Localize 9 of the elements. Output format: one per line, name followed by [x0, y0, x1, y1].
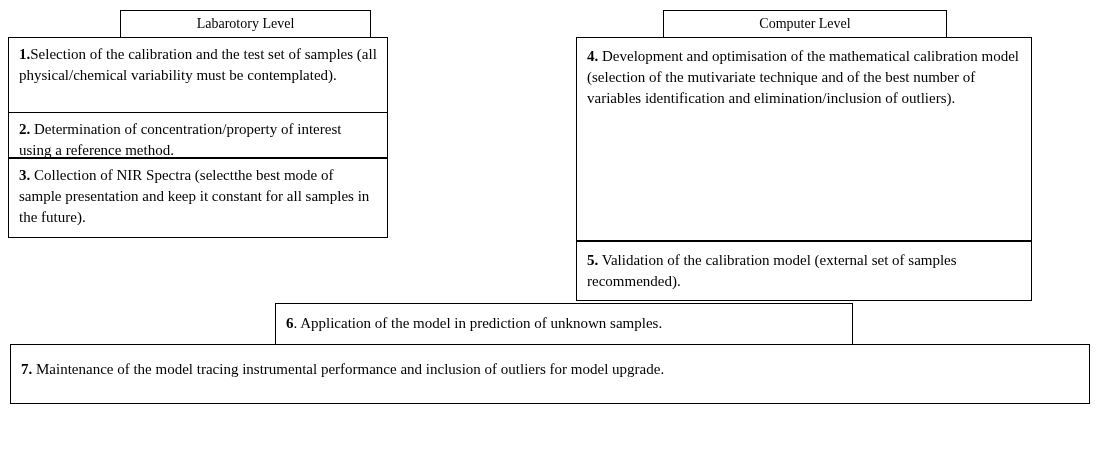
step-box: 3. Collection of NIR Spectra (selectthe best mode of sample presentation and keep it constant for all samples in the future). — [8, 158, 388, 238]
step-box: 5. Validation of the calibration model (external set of samples recommended). — [576, 241, 1032, 301]
step-box: 1.Selection of the calibration and the test set of samples (all physical/chemical variability must be contemplated). — [8, 37, 388, 113]
step-box: 6. Application of the model in prediction of unknown samples. — [275, 303, 853, 345]
level-header-box: Labarotory Level — [120, 10, 371, 38]
step-box: 7. Maintenance of the model tracing instrumental performance and inclusion of outliers for model upgrade. — [10, 344, 1090, 404]
step-box: 4. Development and optimisation of the mathematical calibration model (selection of the mutivariate technique and of the best number of variables identification and elimination/inclusion of outliers). — [576, 37, 1032, 241]
level-header-box: Computer Level — [663, 10, 947, 38]
step-box: 2. Determination of concentration/property of interest using a reference method. — [8, 112, 388, 158]
